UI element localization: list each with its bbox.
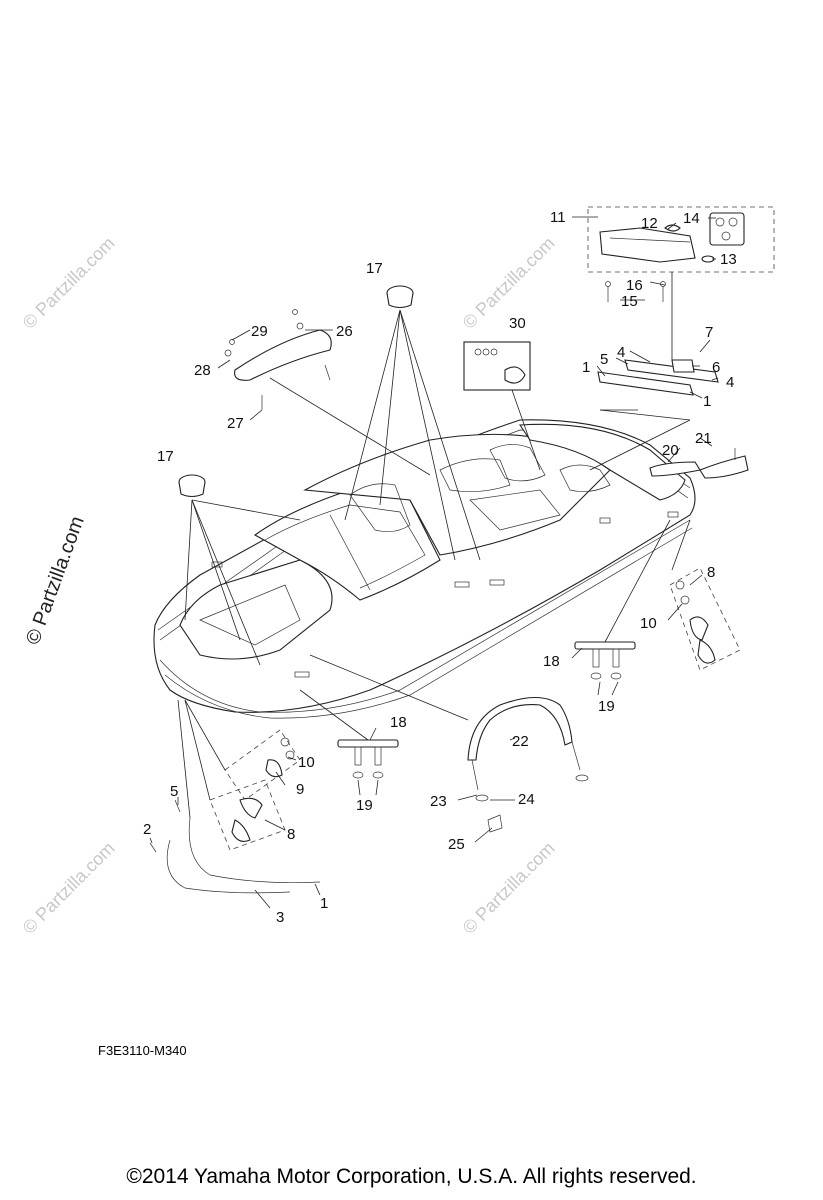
bow-eye-assembly-right [574,519,671,680]
callout-19: 19 [598,698,615,715]
callout-3: 3 [276,909,284,926]
callout-13: 13 [720,251,737,268]
callout-4: 4 [617,344,625,361]
rail-strip-assembly [589,359,719,471]
callout-8: 8 [287,826,295,843]
callout-leaders [149,216,719,909]
callout-18: 18 [543,653,560,670]
callout-26: 26 [336,323,353,340]
grab-handle [224,309,431,476]
callout-15: 15 [621,293,638,310]
callout-28: 28 [194,362,211,379]
ski-tow-bar [309,654,589,833]
watermark: © Partzilla.com [459,838,559,938]
callout-20: 20 [662,442,679,459]
cup-holder [178,285,481,666]
callout-10: 10 [298,754,315,771]
drain-plug-plate [463,341,541,471]
callout-23: 23 [430,793,447,810]
boat-hull [153,419,696,719]
watermark: © Partzilla.com [19,838,119,938]
callout-6: 6 [712,359,720,376]
watermark: © Partzilla.com [19,233,119,333]
callout-18: 18 [390,714,407,731]
callout-27: 27 [227,415,244,432]
cleat-assembly-left [184,699,301,851]
callout-16: 16 [626,277,643,294]
drawing-code: F3E3110-M340 [98,1043,187,1058]
callout-5: 5 [600,351,608,368]
callout-22: 22 [512,733,529,750]
callout-1: 1 [703,393,711,410]
stern-light-assembly [649,448,749,479]
copyright-notice: ©2014 Yamaha Motor Corporation, U.S.A. A… [126,1165,697,1188]
callout-17: 17 [157,448,174,465]
callout-9: 9 [296,781,304,798]
callout-14: 14 [683,210,700,227]
callout-2: 2 [143,821,151,838]
callout-4: 4 [726,374,734,391]
callout-10: 10 [640,615,657,632]
callout-11: 11 [550,209,566,226]
callout-17: 17 [366,260,383,277]
callout-30: 30 [509,315,526,332]
callout-25: 25 [448,836,465,853]
callout-21: 21 [695,430,712,447]
cleat-assembly-right [669,519,741,671]
callout-7: 7 [705,324,713,341]
bow-eye-assembly-left [299,689,399,779]
callout-12: 12 [641,215,658,232]
rub-rail-strips [149,699,321,894]
callout-8: 8 [707,564,715,581]
callout-19: 19 [356,797,373,814]
callout-1: 1 [320,895,328,912]
swim-platform-bracket-assembly [587,206,775,360]
callout-29: 29 [251,323,268,340]
callout-labels: 1 1 1 2 3 4 4 5 5 6 7 8 8 9 10 10 11 12 … [143,209,737,926]
callout-1: 1 [582,359,590,376]
callout-24: 24 [518,791,535,808]
callout-5: 5 [170,783,178,800]
